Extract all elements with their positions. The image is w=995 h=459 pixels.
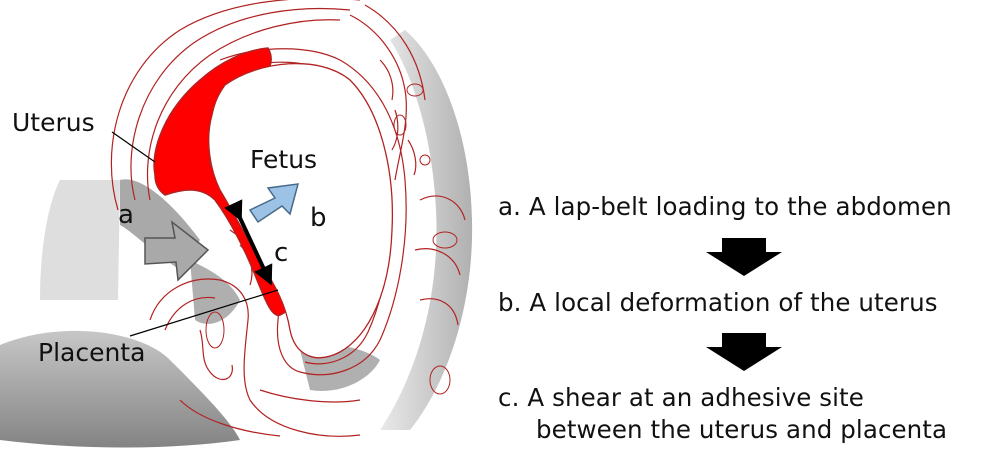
label-uterus: Uterus [12, 108, 95, 137]
step-b-text: b. A local deformation of the uterus [498, 288, 938, 317]
fetus-cavity [209, 64, 393, 358]
label-a: a [118, 200, 134, 230]
down-arrow-icon [704, 333, 784, 373]
label-placenta: Placenta [38, 338, 145, 367]
step-c-text-line1: c. A shear at an adhesive site [498, 383, 864, 412]
label-b: b [310, 203, 327, 233]
label-c: c [274, 238, 288, 268]
down-arrow-icon [704, 238, 784, 278]
anatomy-illustration [0, 0, 480, 459]
label-fetus: Fetus [250, 145, 317, 174]
step-a-text: a. A lap-belt loading to the abdomen [498, 192, 952, 221]
anatomy-figure: Uterus Fetus Placenta a b c [0, 0, 480, 459]
step-c-text-line2: between the uterus and placenta [536, 415, 947, 444]
